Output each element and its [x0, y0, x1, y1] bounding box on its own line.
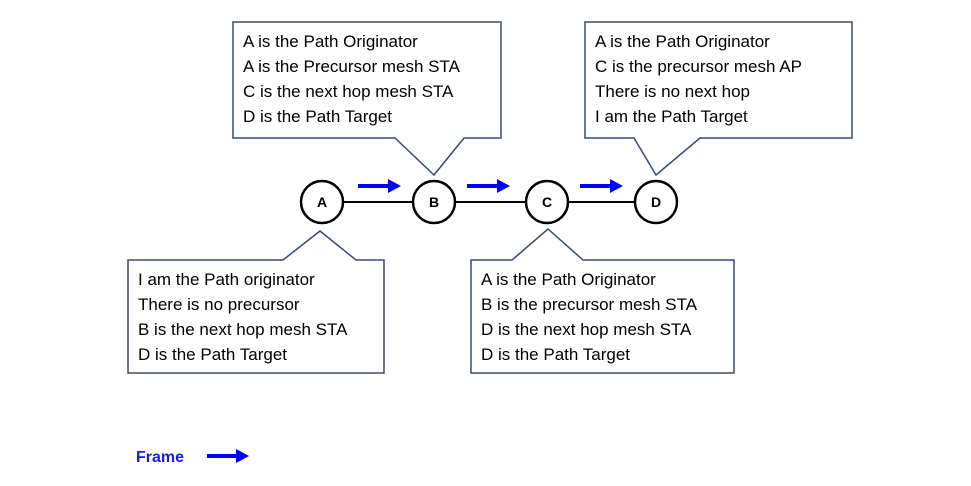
callout-a-line-4: D is the Path Target: [138, 345, 287, 364]
callout-c-line-3: D is the next hop mesh STA: [481, 320, 692, 339]
legend: Frame: [136, 449, 249, 466]
right-arrow-icon: [207, 449, 249, 463]
callout-node-d: A is the Path Originator C is the precur…: [584, 21, 853, 177]
callout-b-line-2: A is the Precursor mesh STA: [243, 57, 461, 76]
callout-b-line-1: A is the Path Originator: [243, 32, 418, 51]
frame-arrow-c-d: [580, 179, 623, 193]
node-b: B: [411, 179, 457, 225]
node-c-label: C: [542, 194, 552, 210]
node-d-label: D: [651, 194, 661, 210]
node-d: D: [633, 179, 679, 225]
frame-arrow-a-b: [358, 179, 401, 193]
callout-a-line-1: I am the Path originator: [138, 270, 315, 289]
node-a: A: [299, 179, 345, 225]
callout-c-line-4: D is the Path Target: [481, 345, 630, 364]
callout-d-line-2: C is the precursor mesh AP: [595, 57, 802, 76]
callout-b-line-3: C is the next hop mesh STA: [243, 82, 454, 101]
callout-d-line-3: There is no next hop: [595, 82, 750, 101]
callout-a-line-2: There is no precursor: [138, 295, 300, 314]
node-b-label: B: [429, 194, 439, 210]
callout-d-line-4: I am the Path Target: [595, 107, 748, 126]
frame-arrows: [358, 179, 623, 193]
node-c: C: [524, 179, 570, 225]
node-a-label: A: [317, 194, 327, 210]
callout-node-a: I am the Path originator There is no pre…: [127, 230, 385, 374]
legend-label: Frame: [136, 449, 184, 466]
callout-node-c: A is the Path Originator B is the precur…: [470, 228, 735, 374]
callout-c-line-2: B is the precursor mesh STA: [481, 295, 698, 314]
callout-c-line-1: A is the Path Originator: [481, 270, 656, 289]
callout-b-line-4: D is the Path Target: [243, 107, 392, 126]
frame-arrow-b-c: [467, 179, 510, 193]
callout-node-b: A is the Path Originator A is the Precur…: [232, 21, 502, 177]
callout-d-line-1: A is the Path Originator: [595, 32, 770, 51]
callout-a-line-3: B is the next hop mesh STA: [138, 320, 348, 339]
